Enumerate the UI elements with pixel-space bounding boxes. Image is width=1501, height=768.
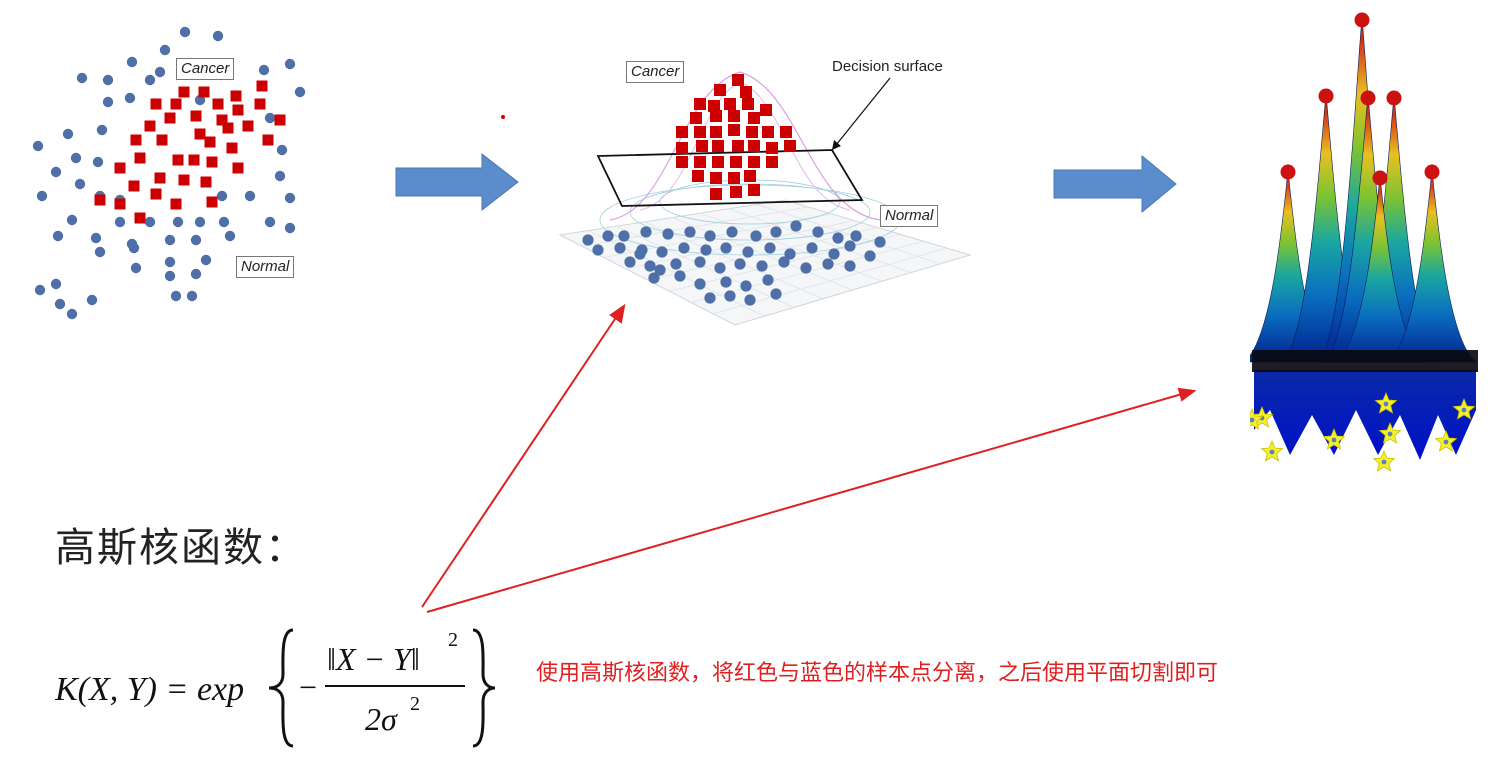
annotation-note: 使用高斯核函数，将红色与蓝色的样本点分离，之后使用平面切割即可 <box>536 655 1218 687</box>
formula-minus: − <box>299 669 317 705</box>
gaussian-kernel-formula: K(X, Y) = exp − ‖X − Y‖ 2 2σ 2 <box>55 618 495 753</box>
formula-denominator: 2σ <box>365 701 398 737</box>
gaussian-kernel-title: 高斯核函数： <box>55 515 307 573</box>
formula-numerator: ‖X − Y‖ <box>327 641 420 677</box>
svg-text:K(X, Y) = exp: K(X, Y) = exp <box>55 671 244 708</box>
formula-lhs: K(X, Y) = exp <box>55 671 244 708</box>
formula-den-exponent: 2 <box>410 693 420 715</box>
formula-exponent: 2 <box>448 629 458 651</box>
